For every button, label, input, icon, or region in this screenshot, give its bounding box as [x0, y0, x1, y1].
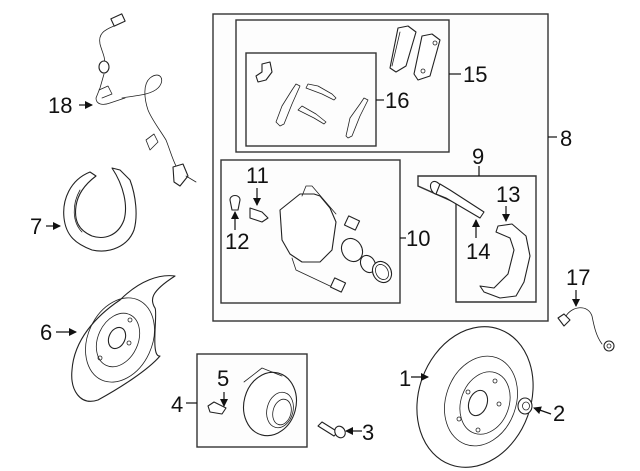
- callout-2: 2: [553, 401, 565, 426]
- callout-11: 11: [246, 163, 269, 188]
- caliper-part[interactable]: [229, 185, 395, 293]
- callout-15: 15: [463, 62, 487, 87]
- callout-14: 14: [466, 239, 490, 264]
- callout-1: 1: [399, 366, 411, 391]
- callout-6: 6: [40, 320, 52, 345]
- abs-sensor-part[interactable]: [95, 13, 197, 187]
- caliper-support-bracket-part[interactable]: [479, 223, 531, 299]
- callout-17: 17: [566, 265, 590, 290]
- brake-pads-part[interactable]: [389, 25, 441, 81]
- brake-rotor-part[interactable]: [398, 310, 552, 471]
- callout-13: 13: [496, 182, 520, 207]
- hub-assembly-part[interactable]: [207, 366, 303, 441]
- hub-nut-part[interactable]: [517, 397, 533, 415]
- callout-16: 16: [385, 88, 409, 113]
- callout-5: 5: [217, 366, 229, 391]
- backing-plate-part[interactable]: [71, 275, 176, 402]
- guide-pin-part[interactable]: [428, 179, 485, 219]
- callout-4: 4: [171, 392, 183, 417]
- callout-3: 3: [362, 420, 374, 445]
- hub-bolt-part[interactable]: [317, 421, 347, 440]
- callout-12: 12: [225, 229, 249, 254]
- callout-18: 18: [48, 93, 72, 118]
- callout-10: 10: [406, 226, 430, 251]
- callout-9: 9: [472, 144, 484, 169]
- pad-hardware-kit-part[interactable]: [255, 61, 369, 139]
- callout-8: 8: [560, 126, 572, 151]
- brake-hose-part[interactable]: [557, 307, 615, 352]
- parking-brake-shoe-part[interactable]: [63, 167, 137, 252]
- callout-7: 7: [30, 214, 42, 239]
